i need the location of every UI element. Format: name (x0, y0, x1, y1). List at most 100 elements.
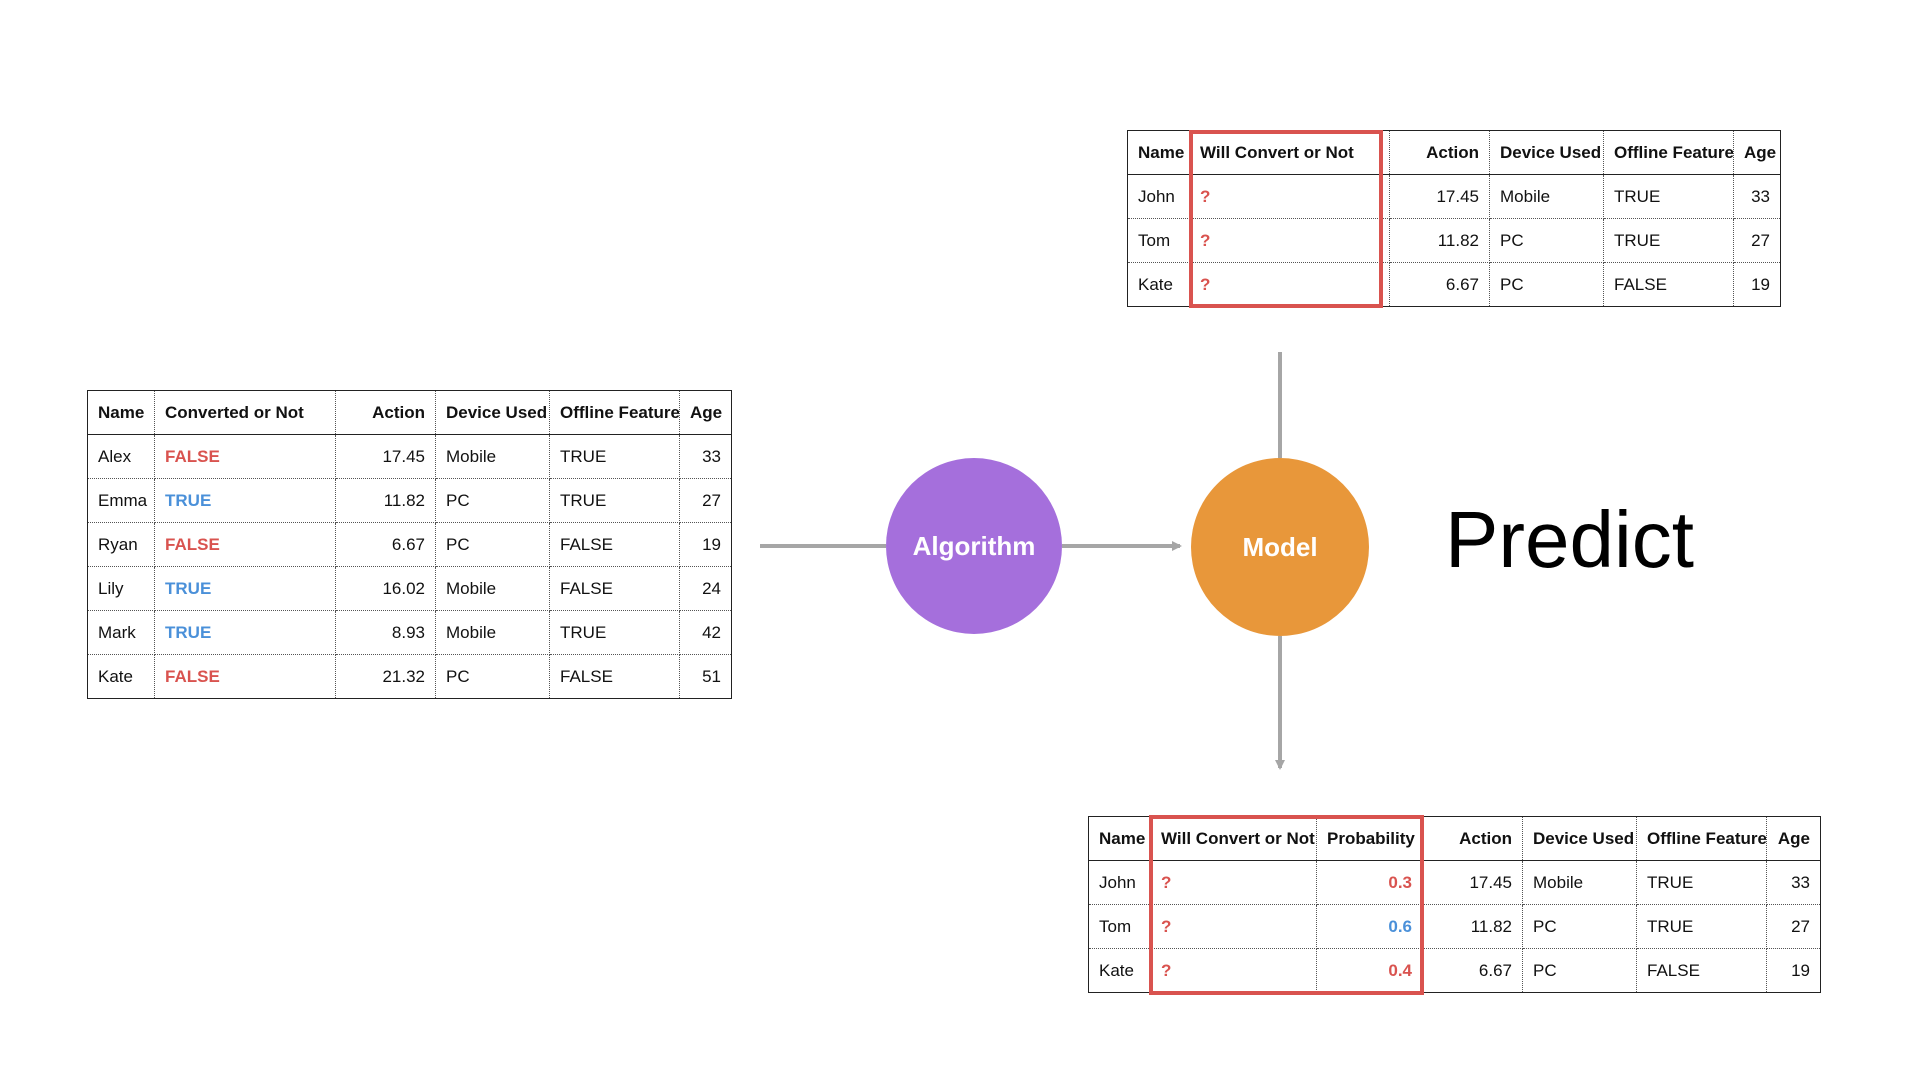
cell-device-used: Mobile (435, 610, 550, 655)
cell-age: 33 (1766, 860, 1821, 905)
cell-probability: 0.6 (1316, 904, 1423, 949)
cell-age: 27 (679, 478, 732, 523)
cell-name: Mark (87, 610, 155, 655)
cell-name: John (1127, 174, 1190, 219)
cell-device-used: PC (435, 522, 550, 567)
cell-offline-feature: TRUE (1636, 904, 1767, 949)
cell-device-used: PC (1522, 948, 1637, 993)
cell-name: Tom (1088, 904, 1151, 949)
cell-offline-feature: FALSE (1636, 948, 1767, 993)
cell-action: 21.32 (335, 654, 436, 699)
cell-converted-or-not: TRUE (154, 610, 336, 655)
cell-device-used: PC (435, 478, 550, 523)
cell-age: 42 (679, 610, 732, 655)
column-header-name: Name (1088, 816, 1151, 861)
column-header-probability: Probability (1316, 816, 1423, 861)
algorithm-node: Algorithm (886, 458, 1062, 634)
cell-offline-feature: FALSE (1603, 262, 1734, 307)
cell-name: Alex (87, 434, 155, 479)
cell-will-convert-or-not: ? (1150, 948, 1317, 993)
cell-name: Kate (87, 654, 155, 699)
cell-action: 6.67 (1389, 262, 1490, 307)
cell-age: 27 (1766, 904, 1821, 949)
cell-age: 19 (1791, 960, 1810, 980)
cell-age: 33 (1733, 174, 1781, 219)
cell-offline-feature: TRUE (549, 610, 680, 655)
cell-action: 8.93 (335, 610, 436, 655)
cell-age: 27 (1733, 218, 1781, 263)
cell-name: John (1088, 860, 1151, 905)
cell-device-used: PC (435, 654, 550, 699)
column-header-offline-feature: Offline Feature (1603, 130, 1734, 175)
cell-name: Ryan (87, 522, 155, 567)
cell-age: 19 (1751, 274, 1770, 294)
cell-will-convert-or-not: ? (1150, 904, 1317, 949)
column-header-will-convert-or-not: Will Convert or Not (1150, 816, 1317, 861)
column-header-offline-feature: Offline Feature (549, 390, 680, 435)
cell-action: 6.67 (1422, 948, 1523, 993)
cell-action: 11.82 (335, 478, 436, 523)
cell-age: 24 (679, 566, 732, 611)
column-header-converted-or-not: Converted or Not (154, 390, 336, 435)
cell-device-used: Mobile (435, 434, 550, 479)
column-header-name: Name (87, 390, 155, 435)
cell-action: 16.02 (335, 566, 436, 611)
column-header-name: Name (1127, 130, 1190, 175)
cell-action: 17.45 (1389, 174, 1490, 219)
algorithm-label: Algorithm (912, 530, 1036, 561)
cell-offline-feature: TRUE (549, 478, 680, 523)
cell-offline-feature: FALSE (549, 566, 680, 611)
column-header-age: Age (1733, 130, 1781, 175)
cell-device-used: PC (1489, 262, 1604, 307)
cell-converted-or-not: TRUE (154, 478, 336, 523)
cell-name: Kate (1127, 262, 1190, 307)
column-header-action: Action (335, 390, 436, 435)
cell-will-convert-or-not: ? (1189, 174, 1390, 219)
cell-offline-feature: TRUE (549, 434, 680, 479)
cell-device-used: PC (1522, 904, 1637, 949)
model-label: Model (1242, 531, 1318, 562)
cell-device-used: Mobile (435, 566, 550, 611)
cell-name: Emma (87, 478, 155, 523)
cell-name: Tom (1127, 218, 1190, 263)
cell-converted-or-not: TRUE (154, 566, 336, 611)
cell-age: 19 (679, 522, 732, 567)
cell-action: 11.82 (1389, 218, 1490, 263)
cell-age: 51 (702, 666, 721, 686)
cell-name: Kate (1088, 948, 1151, 993)
column-header-device-used: Device Used (1489, 130, 1604, 175)
cell-action: 17.45 (335, 434, 436, 479)
column-header-action: Action (1389, 130, 1490, 175)
column-header-action: Action (1422, 816, 1523, 861)
cell-action: 11.82 (1422, 904, 1523, 949)
column-header-offline-feature: Offline Feature (1636, 816, 1767, 861)
cell-converted-or-not: FALSE (154, 522, 336, 567)
cell-device-used: Mobile (1522, 860, 1637, 905)
cell-offline-feature: TRUE (1603, 218, 1734, 263)
cell-probability: 0.3 (1316, 860, 1423, 905)
cell-probability: 0.4 (1316, 948, 1423, 993)
column-header-device-used: Device Used (1522, 816, 1637, 861)
cell-offline-feature: FALSE (549, 654, 680, 699)
cell-converted-or-not: FALSE (154, 654, 336, 699)
cell-converted-or-not: FALSE (154, 434, 336, 479)
